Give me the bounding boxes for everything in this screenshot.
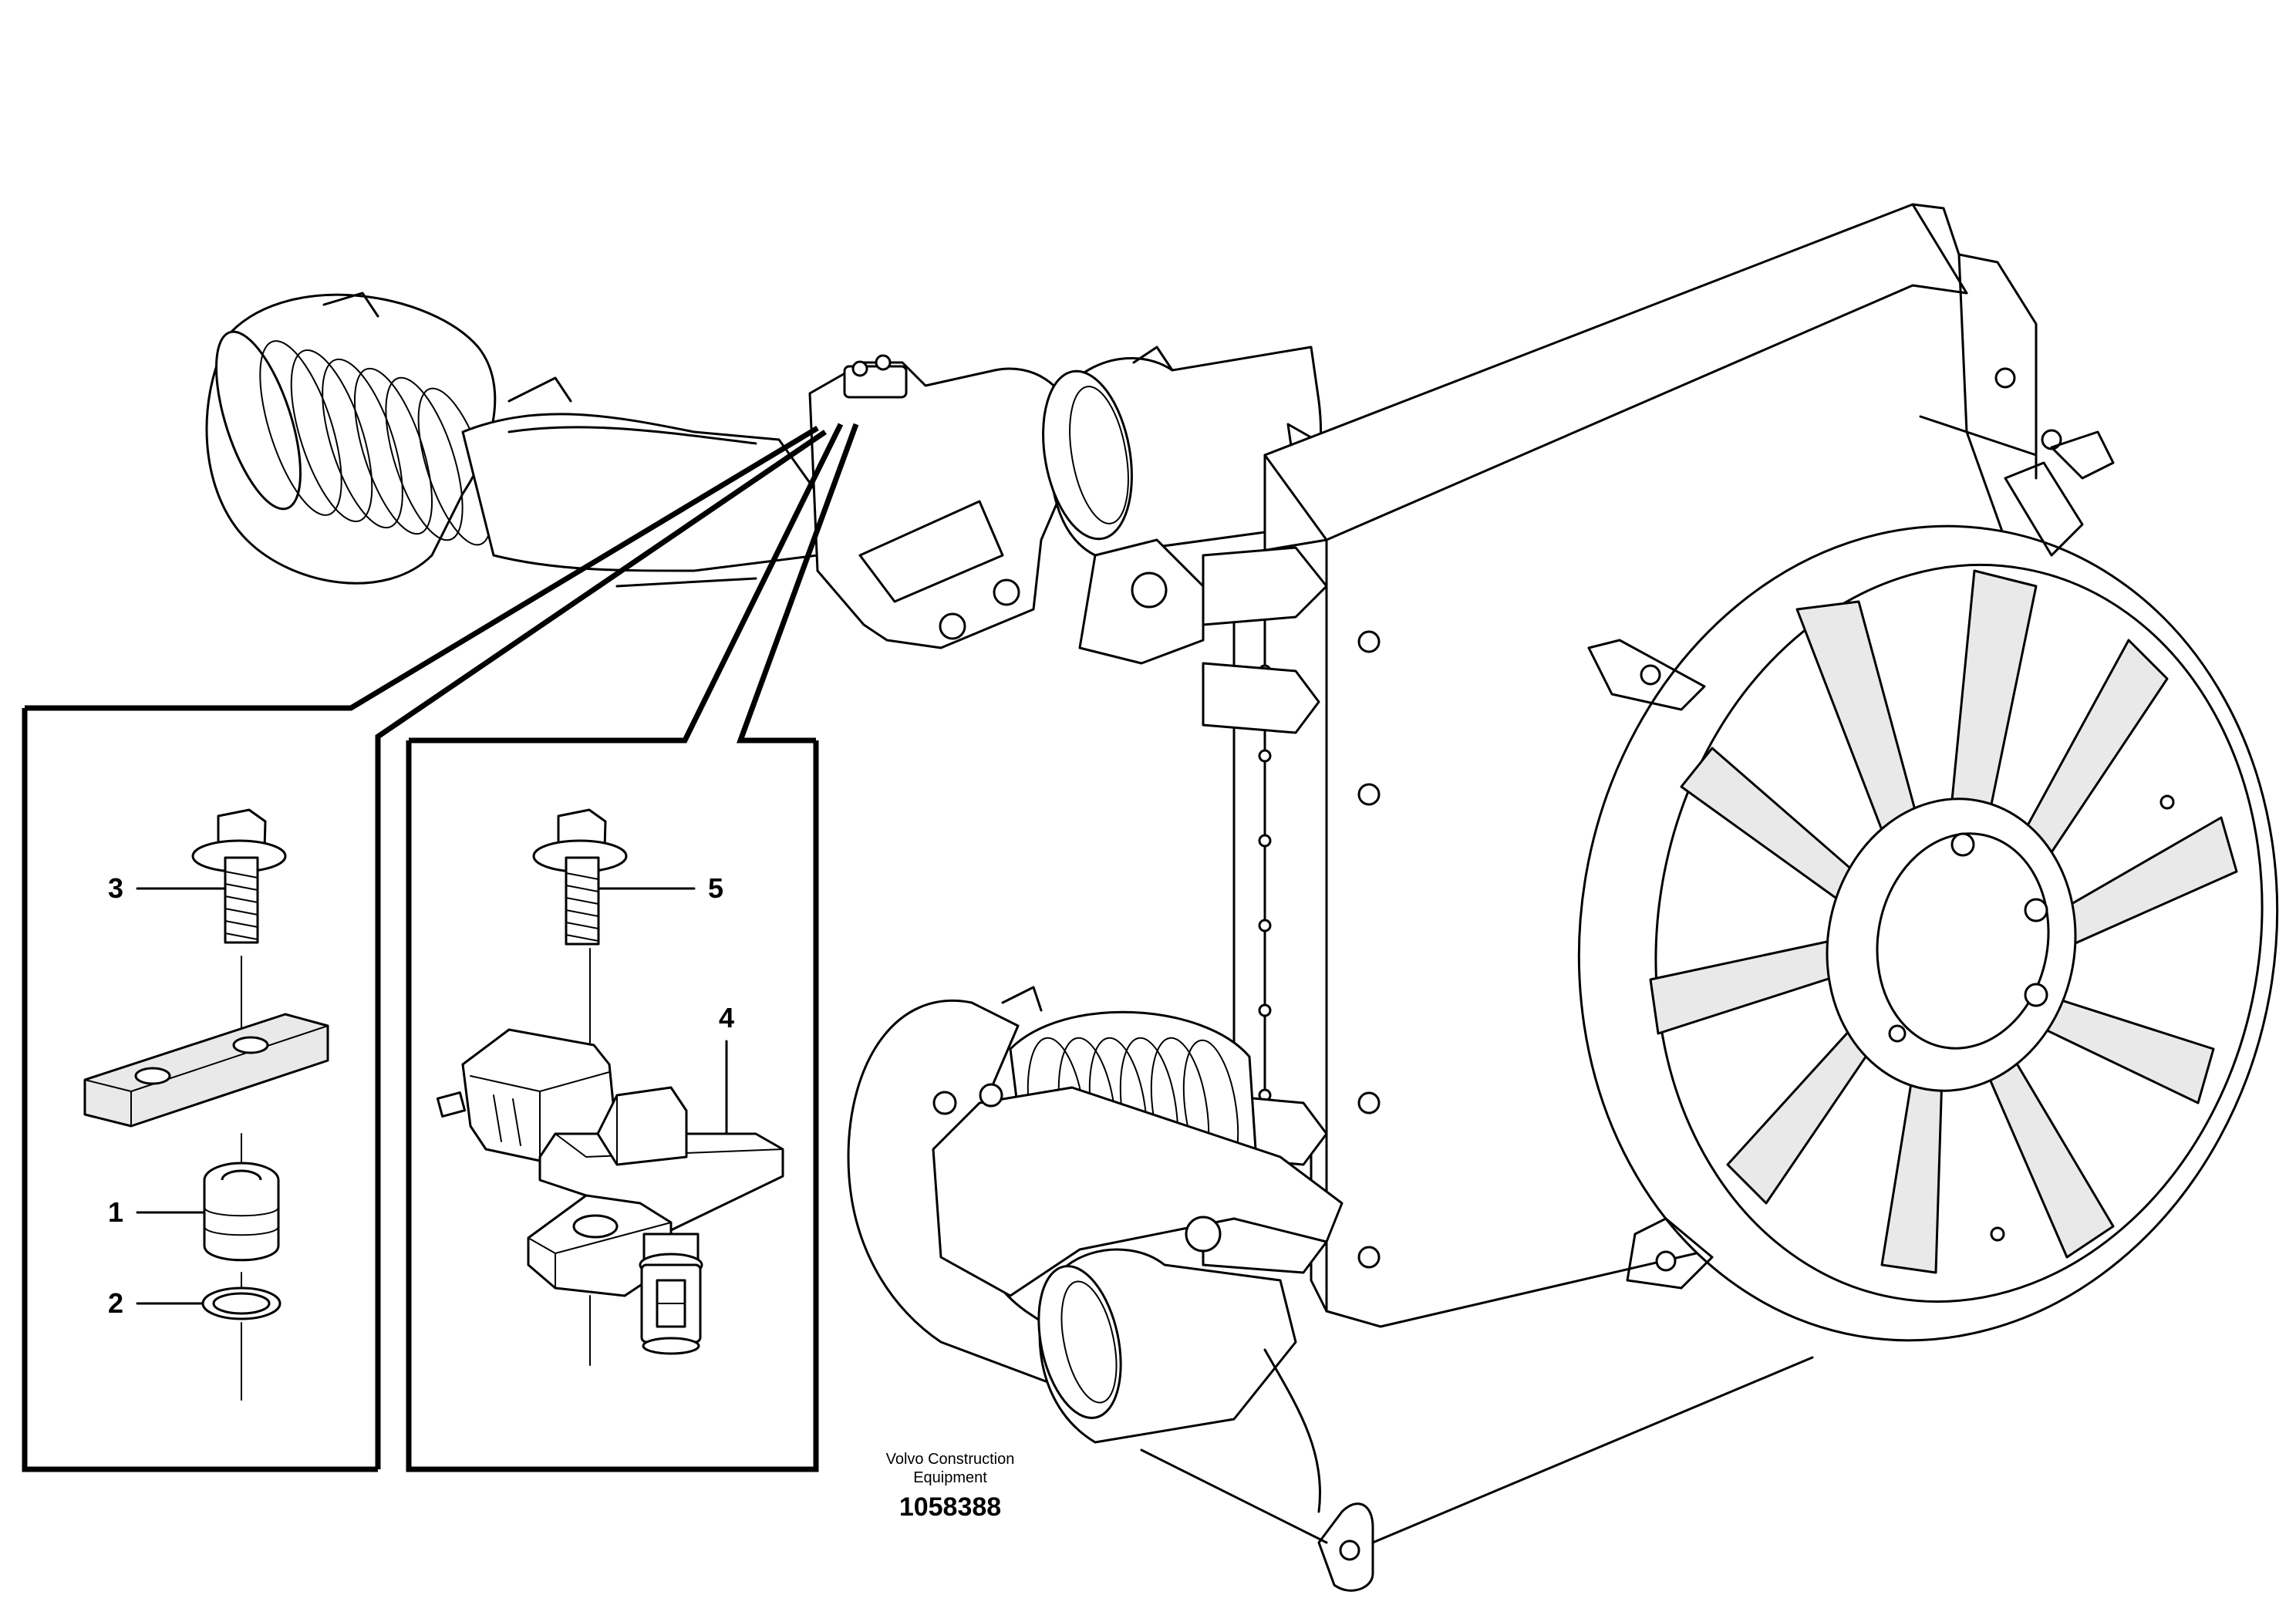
inset-box-left: 3 1 2	[22, 708, 378, 1472]
fan-assembly	[1577, 367, 2279, 1342]
callout-5: 5	[708, 872, 723, 904]
lower-u-pipe	[847, 1000, 1344, 1544]
callout-4: 4	[719, 1002, 734, 1034]
callout-2: 2	[108, 1287, 123, 1319]
document-number: 1058388	[899, 1492, 1001, 1522]
company-name-line2: Equipment	[913, 1469, 987, 1486]
flange-bolt-5	[532, 808, 628, 946]
callout-3: 3	[108, 872, 123, 904]
cooling-assembly	[205, 203, 2279, 1592]
inset-leader-lines	[25, 423, 859, 1469]
pressure-sensor-4	[436, 1028, 784, 1355]
footer: Volvo Construction Equipment 1058388	[886, 1451, 1015, 1522]
upper-elbow-pipe	[1042, 346, 1359, 557]
upper-corrugated-hose	[205, 292, 572, 585]
support-brackets	[1078, 538, 1814, 1592]
callout-1: 1	[108, 1196, 123, 1228]
plug-1	[203, 1162, 280, 1262]
inset-box-right: 5 4	[406, 740, 819, 1472]
company-name-line1: Volvo Construction	[886, 1451, 1015, 1468]
o-ring-2	[201, 1286, 282, 1320]
plate	[83, 1013, 329, 1128]
left-intake-pipe	[461, 413, 819, 588]
flange-bolt-3	[191, 808, 287, 944]
intake-housing	[808, 354, 1074, 649]
